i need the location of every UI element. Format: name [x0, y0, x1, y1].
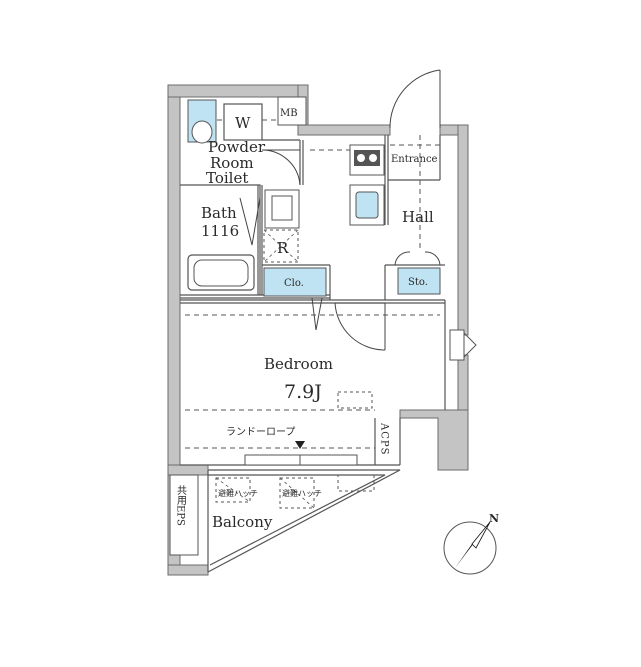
hatch-left-label: 避難ハッチ — [218, 488, 258, 498]
bedroom-size-label: 7.9J — [284, 381, 322, 403]
shared-eps-label: 共用EPS — [175, 485, 187, 526]
closet-label: Clo. — [284, 278, 304, 289]
toilet-door-swing — [261, 149, 301, 186]
labels: Powder Room Toilet Bath 1116 Hall Entran… — [175, 108, 438, 531]
compass-north-label: N — [489, 512, 499, 525]
bedroom-label: Bedroom — [264, 355, 333, 373]
storage-label: Sto. — [408, 277, 428, 288]
hatch-left — [215, 477, 251, 503]
washer-label: W — [235, 114, 251, 132]
doors — [239, 69, 441, 351]
hall-label: Hall — [402, 208, 434, 226]
balcony-window — [244, 454, 358, 466]
mb-label: MB — [280, 108, 298, 119]
refrigerator-label: R — [277, 239, 289, 257]
washer-fixture — [223, 103, 263, 141]
powder-room-label-2: Room — [210, 154, 254, 172]
shared-eps — [169, 474, 199, 556]
toilet-label: Toilet — [206, 169, 248, 187]
storage — [397, 267, 441, 295]
fixtures — [169, 96, 477, 556]
closet — [263, 267, 327, 297]
bath-size-label: 1116 — [201, 222, 239, 240]
window-marker — [295, 441, 305, 449]
hatch-mid — [279, 477, 315, 509]
powder-room-label-1: Powder — [208, 138, 266, 156]
window-right — [449, 329, 465, 361]
bathtub — [187, 254, 255, 291]
bedroom-door-swing — [334, 302, 386, 351]
acps-label: ACPS — [379, 422, 390, 455]
entrance-door-swing — [389, 69, 441, 129]
bath-label: Bath — [201, 204, 237, 222]
laundry-rope-label: ランドーロープ — [226, 426, 295, 438]
hatch-mid-label: 避難ハッチ — [282, 488, 322, 498]
mb-box — [277, 96, 307, 126]
entrance-label: Entrance — [391, 154, 438, 165]
compass: N — [443, 512, 499, 575]
balcony-label: Balcony — [212, 513, 273, 531]
